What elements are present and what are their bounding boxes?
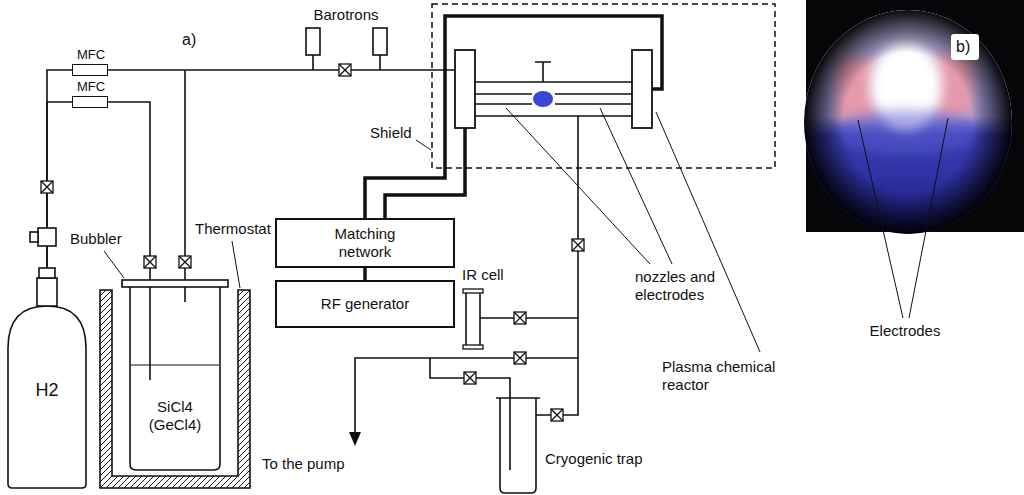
ir-cell-window: [463, 345, 483, 349]
mfc-box: MFC: [72, 64, 108, 76]
label-patch: [951, 34, 979, 60]
node-label: Bubbler: [70, 230, 122, 248]
valve-symbol: [144, 256, 156, 268]
gas-line: [184, 70, 186, 280]
gas-line: [108, 69, 455, 71]
cryogenic-trap: [500, 398, 536, 493]
part-label: Barotrons: [313, 6, 378, 24]
leader-line: [858, 118, 948, 318]
leader-line: [416, 140, 431, 150]
plasma-spot: [533, 91, 553, 107]
valve-symbol: [464, 372, 476, 384]
text-slot: Bubbler: [70, 230, 122, 248]
bubbler-vessel: BubblerSiCl4 (GeCl4): [122, 280, 228, 470]
bubbler-lid: [122, 280, 228, 287]
leader-line: [506, 108, 672, 264]
cylinder-valve: [39, 268, 55, 278]
text-slot: Thermostat: [195, 220, 271, 238]
barotron-gauge: [306, 28, 320, 55]
bubbler-tube: [150, 287, 185, 380]
text-slot: MFC: [63, 47, 119, 63]
label-slot: Barotrons: [313, 6, 378, 24]
gas-line: [108, 102, 150, 280]
nozzle-electrode: [475, 94, 632, 104]
photo-viewport: [800, 8, 1020, 238]
bubbler-body: [130, 287, 220, 470]
pressure-regulator: [38, 228, 56, 246]
leader-line: [656, 112, 760, 352]
label-slot: Plasma chemical reactor: [662, 358, 787, 394]
valve-symbol: [514, 352, 526, 364]
node-label: MFC: [63, 79, 119, 95]
part-label: Cryogenic trap: [545, 450, 643, 468]
valve-symbol: [179, 256, 191, 268]
rf-cable: [365, 16, 662, 218]
label-slot: To the pump: [262, 455, 345, 473]
label-slot: b): [956, 37, 970, 56]
reactor-tube: [475, 82, 632, 116]
node-label: H2: [2, 380, 92, 402]
rf-generator-box: RF generator: [275, 280, 455, 328]
rf-cable: [385, 128, 465, 218]
part-label: Electrodes: [870, 322, 941, 340]
valve-symbol: [514, 312, 526, 324]
ir-cell-window: [463, 289, 483, 293]
valve-symbol: [572, 239, 584, 251]
part-label: Plasma chemical reactor: [662, 358, 787, 394]
valve-symbol: [551, 409, 563, 421]
label-slot: a): [182, 30, 196, 49]
label-slot: IR cell: [462, 266, 504, 284]
label-slot: Electrodes: [870, 322, 941, 340]
cylinder-neck: [37, 278, 57, 306]
bubbler-vessel-outline: [122, 280, 228, 470]
panel-letter: b): [956, 37, 970, 56]
part-label: IR cell: [462, 266, 504, 284]
text-slot: H2: [2, 380, 92, 402]
shield-outline: [432, 4, 775, 168]
gas-cylinder: H2: [2, 268, 92, 490]
regulator-knob: [30, 232, 38, 242]
label-slot: nozzles and electrodes: [635, 268, 731, 304]
thermostat-vessel: ThermostatBubblerSiCl4 (GeCl4): [100, 290, 250, 488]
node-label: Matching network: [315, 225, 415, 261]
node-label: SiCl4 (GeCl4): [140, 398, 210, 434]
pump-arrowhead: [349, 432, 361, 446]
rf-cable: [363, 268, 367, 280]
gas-cylinder-outline: [2, 268, 92, 490]
panel-letter: a): [182, 30, 196, 49]
leader-line: [104, 251, 124, 278]
part-label: nozzles and electrodes: [635, 268, 731, 304]
leader-line: [232, 241, 240, 288]
matching-network-box: Matching network: [275, 218, 455, 268]
node-label: Thermostat: [195, 220, 271, 238]
photo-glow: [800, 8, 1020, 238]
node-label: RF generator: [321, 295, 409, 313]
reactor-flange: [632, 50, 652, 128]
reactor-outlet: [535, 62, 551, 82]
barotron-gauge: [373, 28, 387, 55]
label-slot: Shield: [370, 124, 412, 142]
text-slot: MFC: [63, 79, 119, 95]
text-slot: SiCl4 (GeCl4): [140, 398, 210, 434]
photo-vignette: [804, 10, 1012, 234]
reactor-flange: [455, 50, 475, 128]
part-label: To the pump: [262, 455, 345, 473]
part-label: Shield: [370, 124, 412, 142]
label-slot: Cryogenic trap: [545, 450, 643, 468]
node-label: MFC: [63, 47, 119, 63]
mfc-box: MFC: [72, 96, 108, 108]
liquid-level: [131, 365, 219, 366]
trap-rim: [496, 397, 540, 399]
valve-symbol: [41, 181, 53, 193]
ir-cell: [466, 292, 480, 346]
valve-symbol: [339, 64, 351, 76]
